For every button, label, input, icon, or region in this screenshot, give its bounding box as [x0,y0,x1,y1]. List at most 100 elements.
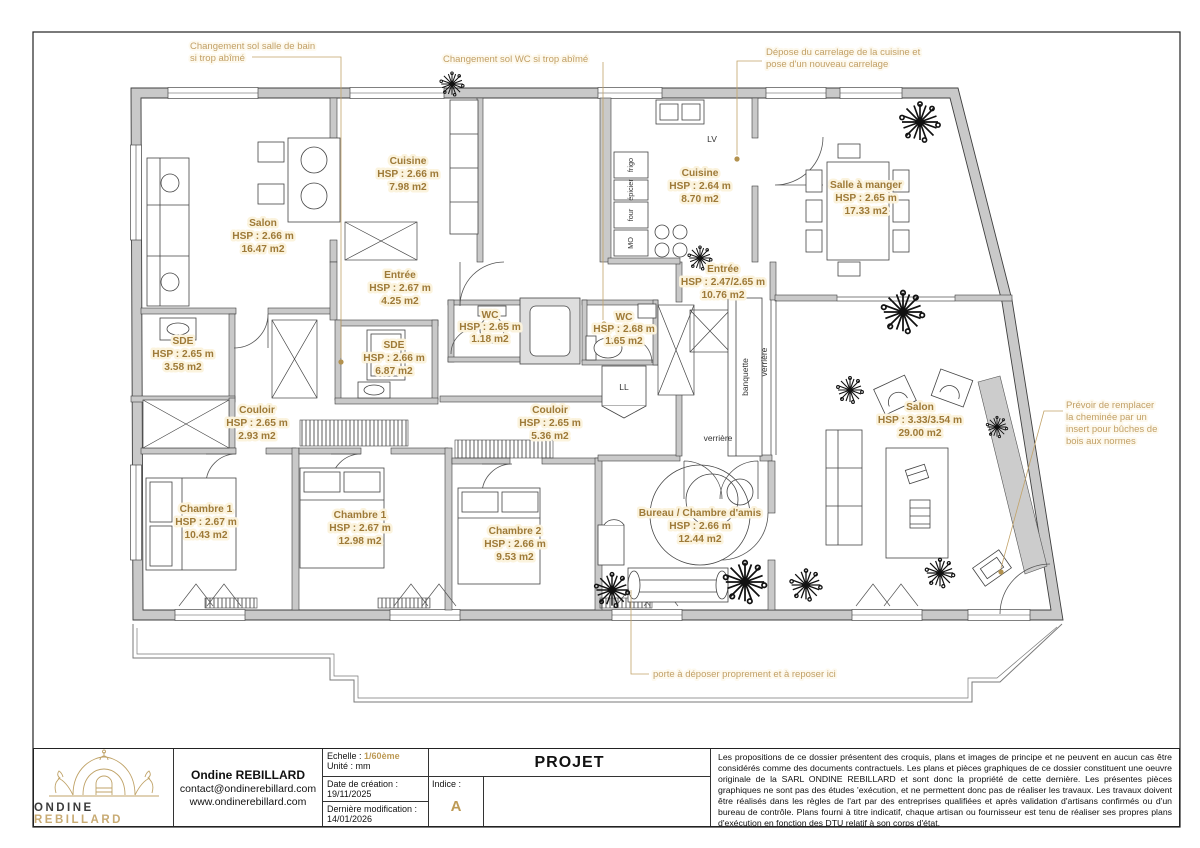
annotation-depose-carrelage: Dépose du carrelage de la cuisine et pos… [764,45,923,72]
svg-text:Dépose du carrelage de la cuis: Dépose du carrelage de la cuisine et [766,47,921,58]
svg-text:HSP : 2.66 m: HSP : 2.66 m [377,169,439,180]
svg-text:HSP : 2.66 m: HSP : 2.66 m [232,231,294,242]
storage-boxes [142,221,731,449]
svg-text:Salon: Salon [249,218,277,229]
title-block: ONDINE REBILLARD Ondine REBILLARD contac… [33,748,1180,828]
legal-text: Les propositions de ce dossier présenten… [718,752,1172,828]
annotation-leaders [252,56,1063,675]
label-banquette: banquette [740,358,750,396]
svg-text:bois aux normes: bois aux normes [1066,436,1136,447]
svg-text:Chambre 1: Chambre 1 [180,504,233,515]
terrace-outline [132,623,1063,703]
room-label-chambre-1a: Chambre 1 HSP : 2.67 m 10.43 m2 [173,502,240,544]
modified-value: 14/01/2026 [327,814,373,824]
svg-text:Changement sol WC si trop abîm: Changement sol WC si trop abîmé [443,54,588,65]
svg-text:HSP : 2.66 m: HSP : 2.66 m [484,539,546,550]
svg-text:9.53 m2: 9.53 m2 [496,552,534,563]
scale-row: Echelle : 1/60ème Unité : mm [323,749,428,777]
svg-text:10.43 m2: 10.43 m2 [184,530,227,541]
indice-cell: Indice : A [429,777,484,826]
svg-text:insert pour bûches de: insert pour bûches de [1066,424,1157,435]
scale-label: Echelle : [327,751,362,761]
annotation-cheminee-insert: Prévoir de remplacer la cheminée par un … [1064,398,1159,449]
contact-email[interactable]: contact@ondinerebillard.com [179,782,317,795]
svg-text:HSP : 2.66 m: HSP : 2.66 m [363,353,425,364]
unit-line: Unité : mm [327,761,371,771]
svg-text:Changement sol salle de bain: Changement sol salle de bain [190,41,315,52]
created-value: 19/11/2025 [327,789,372,799]
svg-text:HSP : 2.64 m: HSP : 2.64 m [669,181,731,192]
svg-text:29.00 m2: 29.00 m2 [898,428,941,439]
svg-text:Cuisine: Cuisine [682,168,719,179]
label-ll: LL [619,382,629,392]
svg-text:SDE: SDE [173,336,194,347]
svg-text:HSP : 3.33/3.54 m: HSP : 3.33/3.54 m [878,415,962,426]
svg-text:pose d'un nouveau carrelage: pose d'un nouveau carrelage [766,59,888,70]
created-label: Date de création : [327,779,399,789]
svg-text:Salle à manger: Salle à manger [830,180,902,191]
label-four: four [626,208,635,221]
room-label-sde-left: SDE HSP : 2.66 m 6.87 m2 [361,338,428,380]
modified-label: Dernière modification : [327,804,418,814]
contact-website[interactable]: www.ondinerebillard.com [189,795,307,808]
indice-value: A [450,798,462,815]
project-title: PROJET [429,749,710,777]
svg-text:HSP : 2.65 m: HSP : 2.65 m [519,418,581,429]
svg-text:Cuisine: Cuisine [390,156,427,167]
logo-word-ondine: ONDINE [34,802,94,814]
label-epicier: épicier [626,179,635,201]
radiators [204,419,653,609]
svg-text:Couloir: Couloir [239,405,275,416]
label-mo: MO [626,237,635,249]
indice-label: Indice : [432,779,462,789]
svg-text:la cheminée par un: la cheminée par un [1066,412,1147,423]
svg-text:6.87 m2: 6.87 m2 [375,366,413,377]
svg-text:Prévoir de remplacer: Prévoir de remplacer [1066,400,1154,411]
svg-text:Entrée: Entrée [707,264,739,275]
annotation-changement-wc: Changement sol WC si trop abîmé [441,52,590,67]
scale-value: 1/60ème [364,751,400,761]
svg-text:Salon: Salon [906,402,934,413]
annotation-changement-sdb: Changement sol salle de bain si trop abî… [188,39,317,66]
svg-text:12.98 m2: 12.98 m2 [338,536,381,547]
logo-wordmark: ONDINE REBILLARD [34,802,173,826]
svg-text:WC: WC [482,310,500,321]
company-name: Ondine REBILLARD [191,767,305,782]
contact-cell: Ondine REBILLARD contact@ondinerebillard… [174,749,323,826]
annotation-porte-reposer: porte à déposer proprement et à reposer … [651,667,838,682]
logo-cell: ONDINE REBILLARD [34,749,174,826]
outer-walls [130,87,1064,621]
svg-text:si trop abîmé: si trop abîmé [190,53,245,64]
svg-text:HSP : 2.67 m: HSP : 2.67 m [175,517,237,528]
svg-text:HSP : 2.65 m: HSP : 2.65 m [835,193,897,204]
svg-text:1.65 m2: 1.65 m2 [605,336,643,347]
label-verriere-vertical: verrière [759,347,769,376]
svg-text:SDE: SDE [384,340,405,351]
created-row: Date de création : 19/11/2025 [323,777,428,802]
svg-text:7.98 m2: 7.98 m2 [389,182,427,193]
annotation-points [338,156,1004,575]
svg-text:2.93 m2: 2.93 m2 [238,431,276,442]
svg-text:Chambre 1: Chambre 1 [334,510,387,521]
svg-text:HSP : 2.47/2.65 m: HSP : 2.47/2.65 m [681,277,765,288]
furniture [145,99,1012,603]
svg-text:Chambre 2: Chambre 2 [489,526,542,537]
room-label-chambre-2: Chambre 2 HSP : 2.66 m 9.53 m2 [482,524,549,566]
project-empty-cell [484,777,710,826]
svg-text:1.18 m2: 1.18 m2 [471,334,509,345]
svg-text:4.25 m2: 4.25 m2 [381,296,419,307]
